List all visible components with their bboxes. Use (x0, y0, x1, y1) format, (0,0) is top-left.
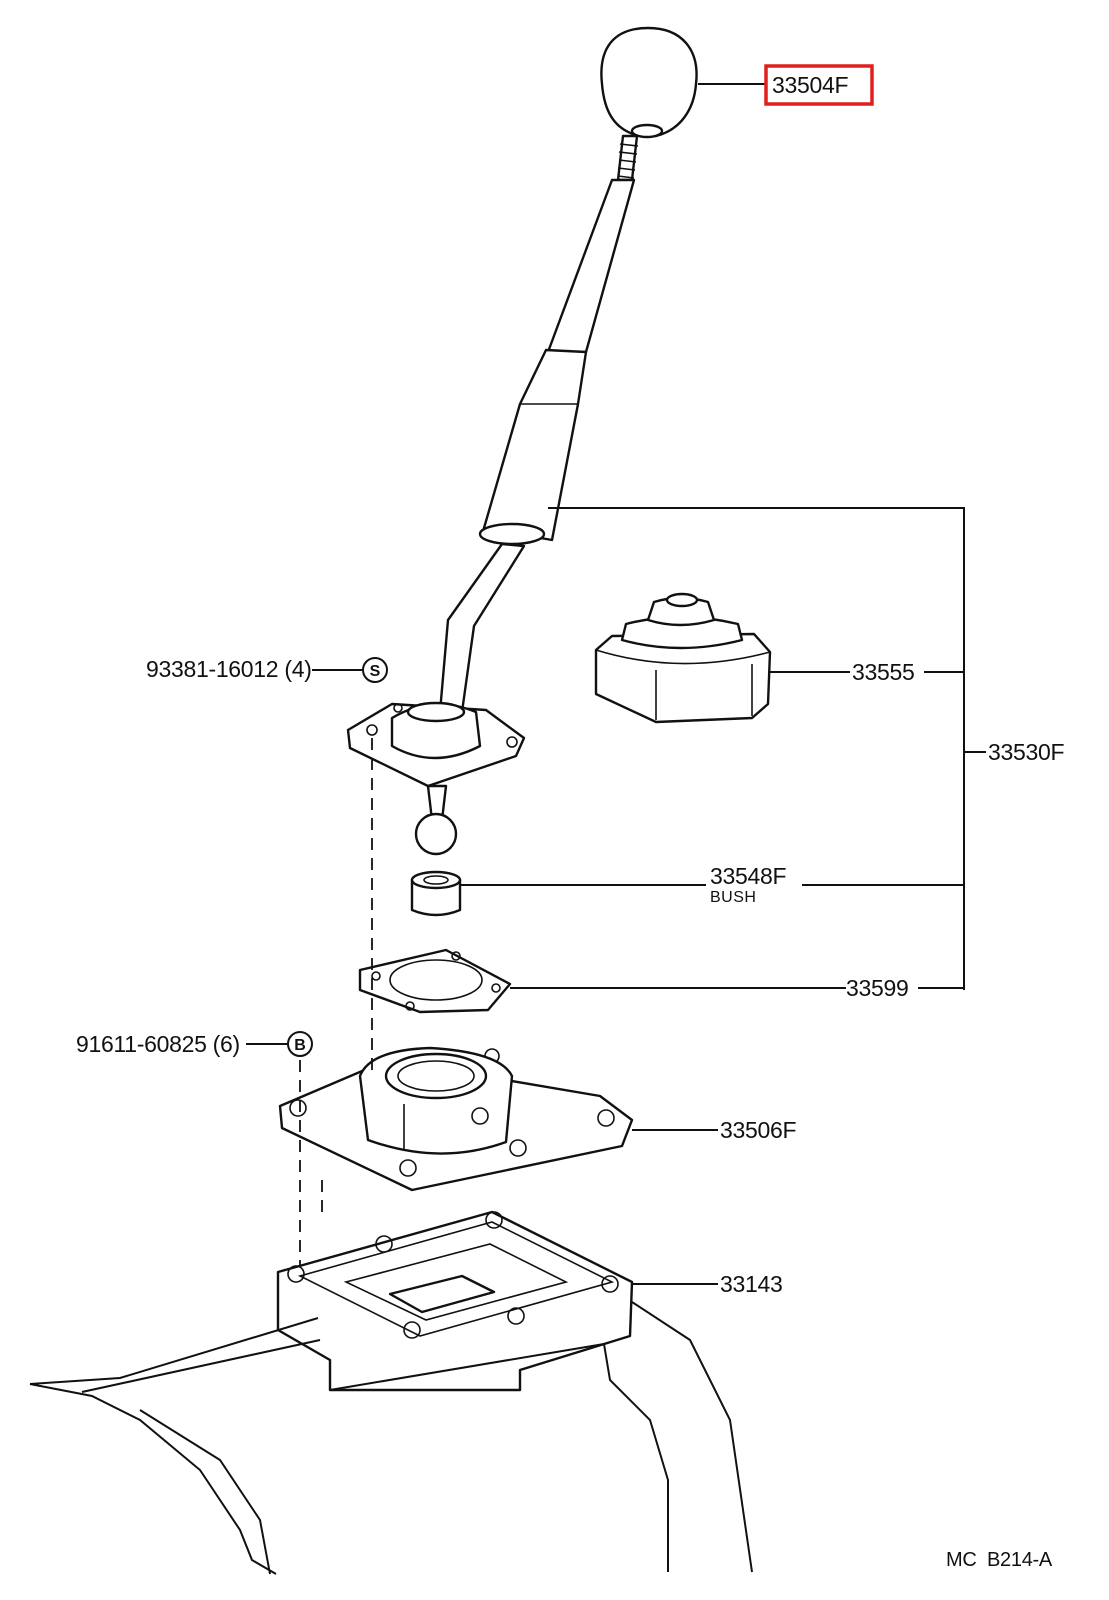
shift-lever[interactable] (438, 134, 639, 714)
shift-knob[interactable] (600, 26, 698, 139)
gasket[interactable] (358, 948, 512, 1014)
shift-retainer[interactable] (278, 1046, 634, 1192)
transmission-cover[interactable] (276, 1210, 634, 1392)
label-33548F[interactable]: 33548F (710, 863, 787, 889)
leader-lines (246, 83, 986, 1285)
label-33599[interactable]: 33599 (846, 975, 909, 1001)
transmission-case-outline (29, 1301, 753, 1575)
label-screw-93381[interactable]: 93381-16012 (4) (146, 656, 312, 682)
label-bolt-91611[interactable]: 91611-60825 (6) (76, 1031, 240, 1057)
label-bush-note: BUSH (710, 889, 756, 906)
label-33555[interactable]: 33555 (852, 659, 915, 685)
label-33143[interactable]: 33143 (720, 1271, 783, 1297)
svg-text:B: B (294, 1037, 306, 1054)
bolt-symbol: B (287, 1031, 313, 1057)
label-33504F[interactable]: 33504F (772, 72, 849, 98)
figure-code: MC B214-A (946, 1549, 1053, 1571)
highlight-box (764, 64, 874, 106)
screw-symbol: S (362, 657, 388, 683)
bush[interactable] (410, 870, 462, 917)
label-33530F[interactable]: 33530F (988, 739, 1065, 765)
lever-seat-plate[interactable] (346, 701, 526, 856)
label-33506F[interactable]: 33506F (720, 1117, 797, 1143)
lever-boot[interactable] (594, 592, 772, 724)
svg-text:S: S (370, 663, 381, 680)
